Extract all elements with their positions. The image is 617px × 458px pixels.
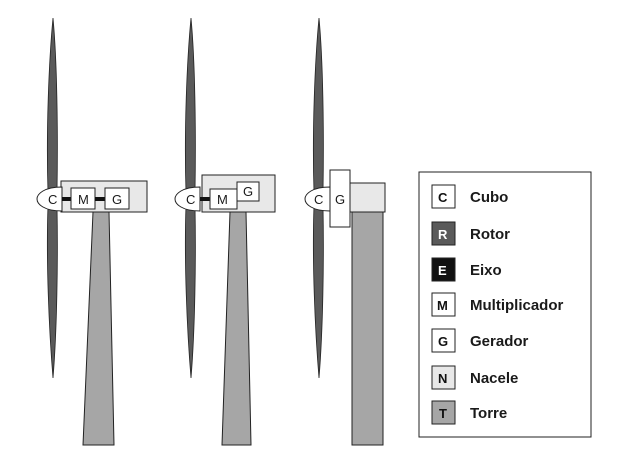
- legend-swatch-multiplicador: [431, 292, 456, 317]
- turbine-1-blade-lower: [46, 205, 58, 379]
- turbine-1: C M G: [36, 17, 148, 446]
- turbine-2-generator-label: G: [243, 184, 253, 199]
- turbine-3-blade-upper: [312, 17, 324, 193]
- turbine-2-tower: [221, 211, 252, 446]
- legend-item-gerador: G Gerador: [431, 328, 529, 353]
- legend-item-multiplicador: M Multiplicador: [431, 292, 563, 317]
- turbine-2-blade-lower: [184, 205, 196, 379]
- turbine-3-nacelle: [348, 182, 386, 213]
- turbine-1-hub-label: C: [48, 192, 57, 207]
- turbine-1-hub: [36, 186, 63, 212]
- legend-label-cubo: Cubo: [470, 189, 508, 206]
- legend-swatch-gerador: [431, 328, 456, 353]
- legend-item-torre: T Torre: [431, 400, 507, 425]
- legend-label-torre: Torre: [470, 405, 507, 422]
- legend-label-multiplicador: Multiplicador: [470, 297, 563, 314]
- turbine-2-generator: [236, 181, 260, 202]
- legend-swatch-eixo: [431, 257, 456, 282]
- turbine-1-shaft-a: [62, 197, 71, 201]
- legend-item-eixo: E Eixo: [431, 257, 502, 282]
- legend-key-gerador: G: [438, 334, 448, 349]
- legend: C Cubo R Rotor E Eixo M Multiplicador G …: [418, 171, 592, 438]
- legend-key-multiplicador: M: [437, 298, 448, 313]
- turbine-3-generator: [329, 169, 351, 228]
- legend-key-torre: T: [439, 406, 447, 421]
- legend-key-cubo: C: [438, 190, 448, 205]
- legend-item-rotor: R Rotor: [431, 221, 510, 246]
- legend-key-nacele: N: [438, 371, 447, 386]
- turbine-3: C G: [304, 17, 386, 446]
- turbine-3-blade-lower: [312, 205, 324, 379]
- legend-swatch-rotor: [431, 221, 456, 246]
- legend-label-eixo: Eixo: [470, 262, 502, 279]
- legend-swatch-cubo: [431, 184, 456, 209]
- turbine-1-blade-upper: [46, 17, 58, 193]
- turbine-2-shaft: [200, 197, 210, 201]
- legend-label-rotor: Rotor: [470, 226, 510, 243]
- legend-label-nacele: Nacele: [470, 370, 518, 387]
- legend-item-cubo: C Cubo: [431, 184, 508, 209]
- turbine-3-generator-label: G: [335, 192, 345, 207]
- turbine-2-hub-label: C: [186, 192, 195, 207]
- turbine-2-multiplier-label: M: [217, 192, 228, 207]
- legend-item-nacele: N Nacele: [431, 365, 518, 390]
- legend-key-rotor: R: [438, 227, 448, 242]
- legend-swatch-nacele: [431, 365, 456, 390]
- turbine-2-blade-upper: [184, 17, 196, 193]
- turbine-2-hub: [174, 186, 201, 212]
- turbine-1-generator-label: G: [112, 192, 122, 207]
- turbine-2: C M G: [174, 17, 276, 446]
- legend-swatch-torre: [431, 400, 456, 425]
- turbine-1-shaft-b: [95, 197, 105, 201]
- turbine-3-hub-label: C: [314, 192, 323, 207]
- legend-key-eixo: E: [438, 263, 447, 278]
- turbine-1-multiplier-label: M: [78, 192, 89, 207]
- turbine-3-hub: [304, 186, 331, 212]
- turbine-1-tower: [82, 211, 115, 446]
- legend-label-gerador: Gerador: [470, 333, 529, 350]
- turbine-1-generator: [104, 187, 130, 210]
- turbine-3-tower: [351, 211, 384, 446]
